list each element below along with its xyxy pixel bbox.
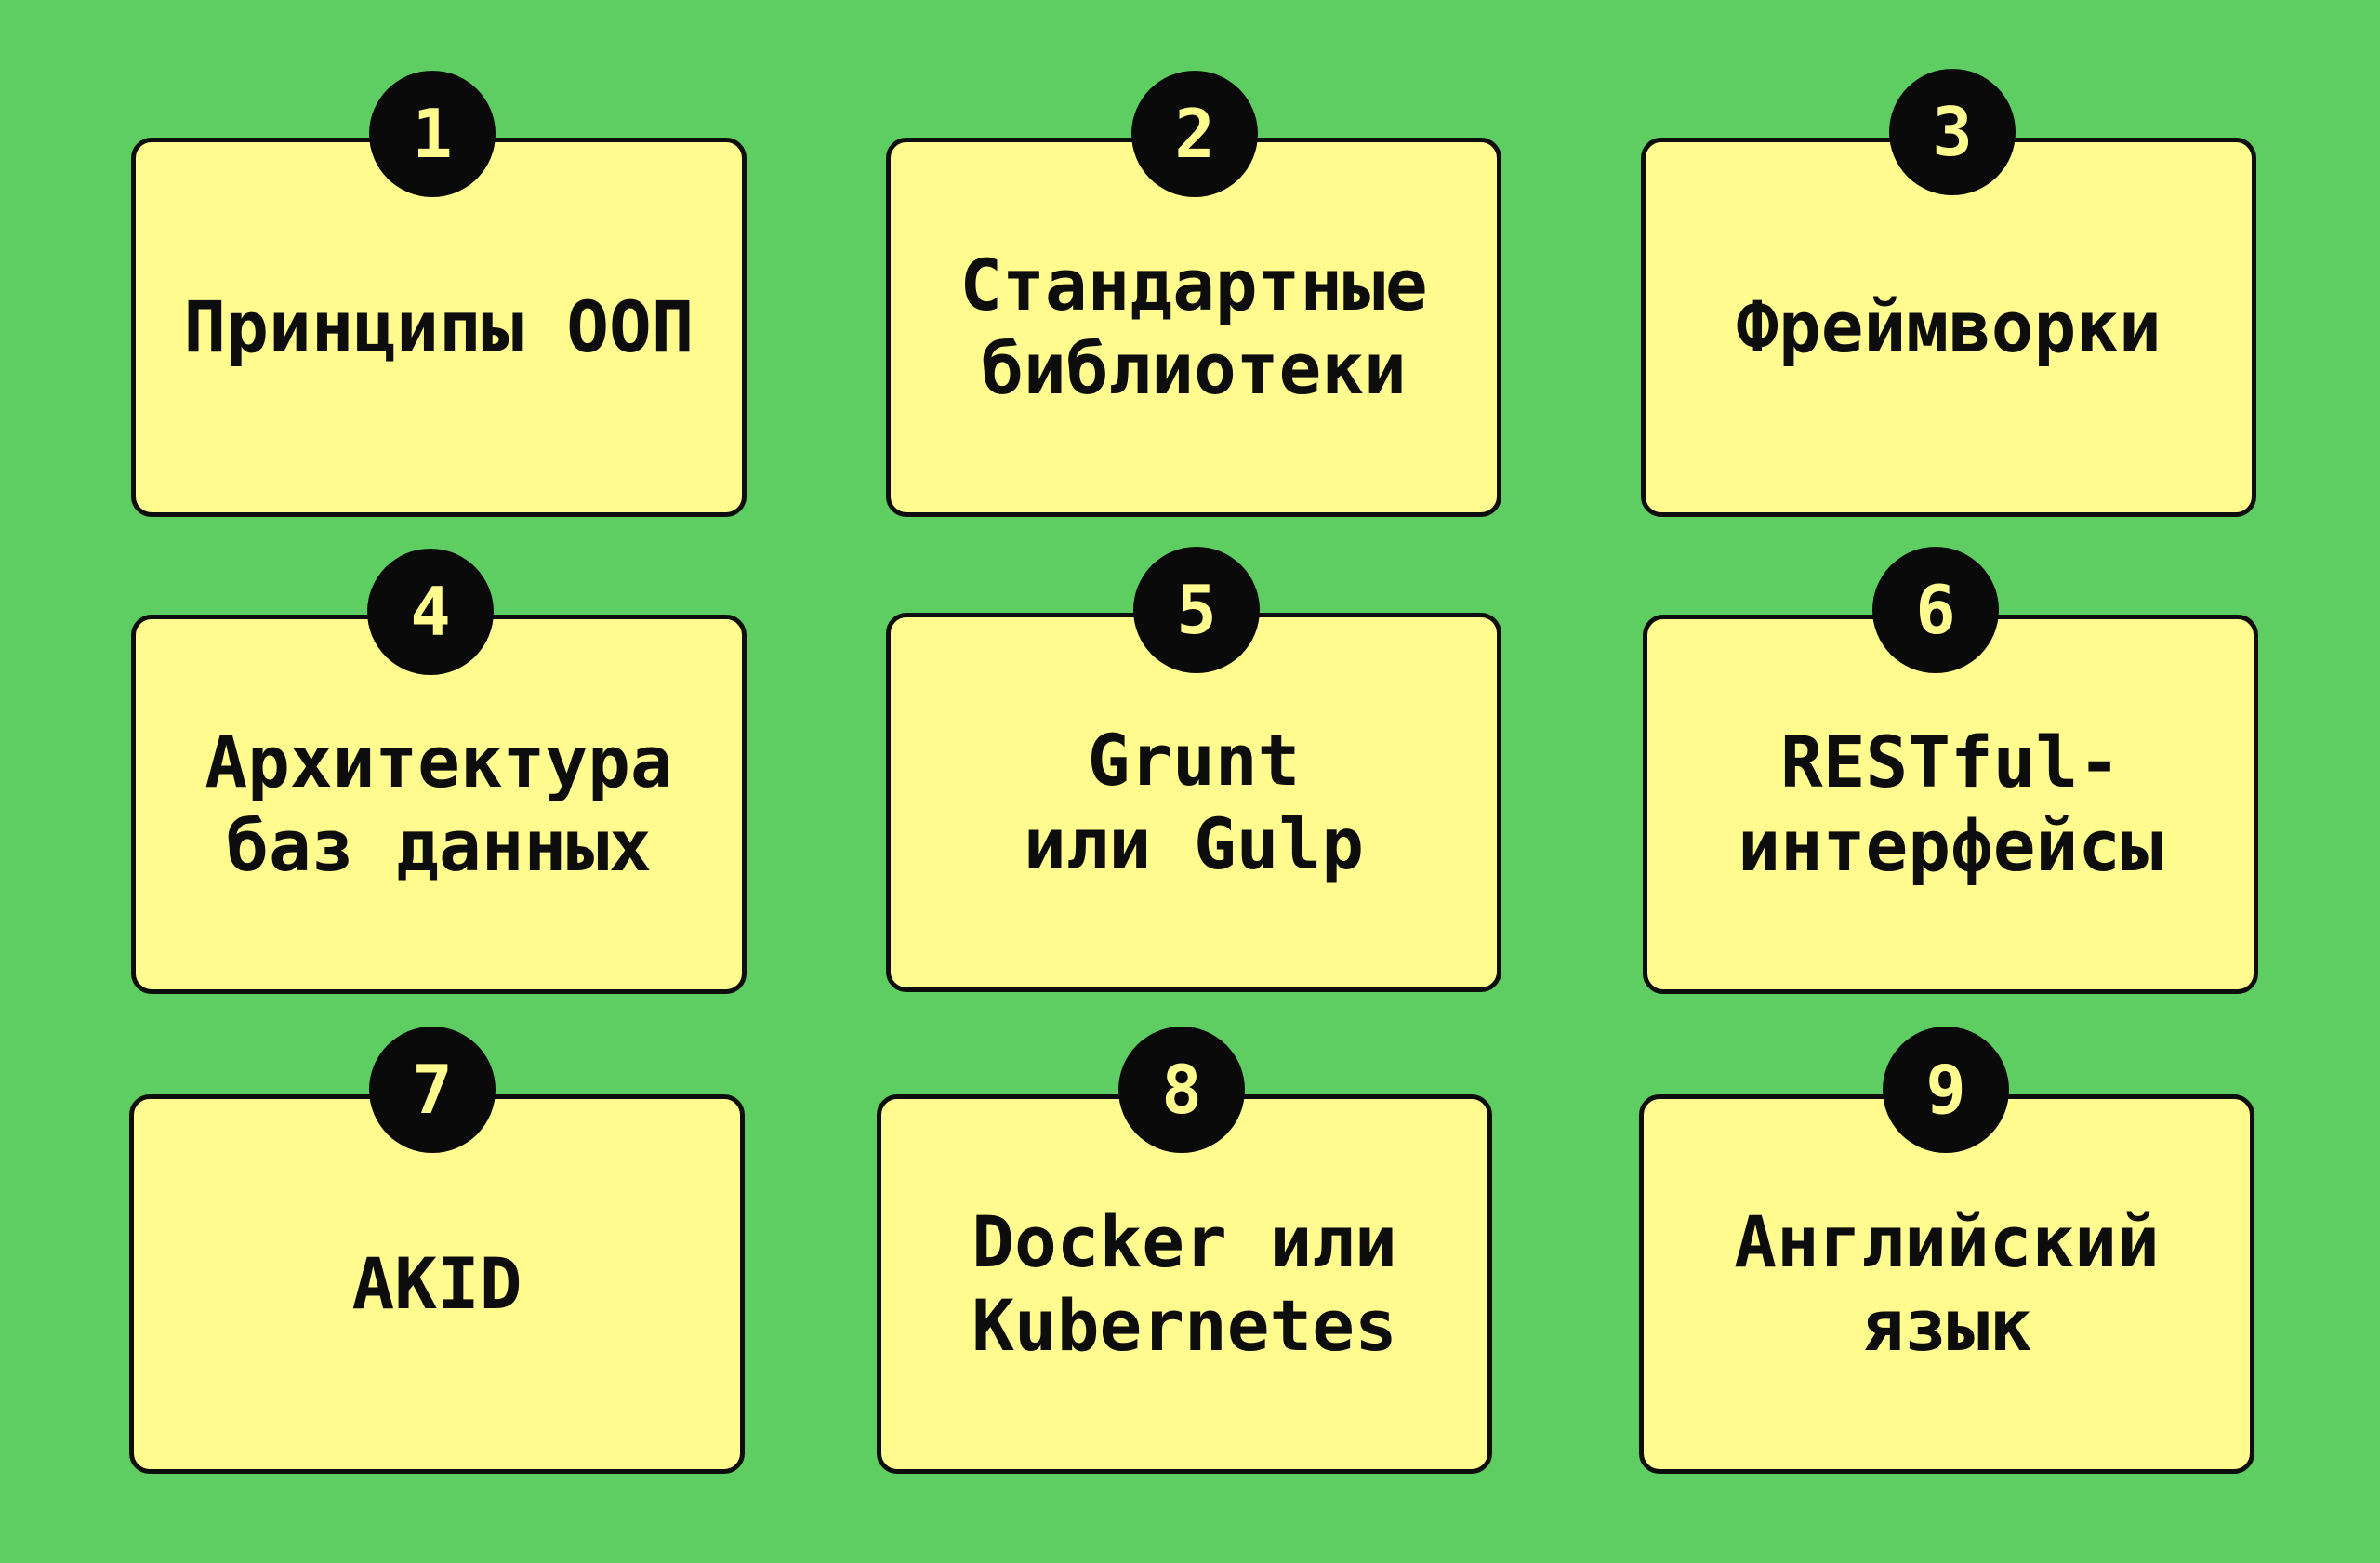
card-8: Docker или Kubernetes [877, 1094, 1492, 1474]
card-1: Принципы ООП [131, 138, 747, 517]
badge-number: 4 [410, 573, 451, 651]
number-badge-5: 5 [1133, 547, 1260, 673]
card-label: Фреймворки [1736, 285, 2162, 368]
badge-number: 3 [1932, 93, 1973, 171]
badge-number: 9 [1925, 1051, 1966, 1129]
badge-number: 5 [1176, 571, 1217, 649]
number-badge-8: 8 [1118, 1027, 1245, 1153]
number-badge-4: 4 [367, 549, 494, 675]
card-3: Фреймворки [1641, 138, 2256, 517]
badge-number: 6 [1915, 571, 1956, 649]
badge-number: 7 [412, 1051, 453, 1129]
card-4: Архитектура баз данных [131, 615, 747, 994]
card-7: AKID [129, 1094, 745, 1474]
number-badge-1: 1 [369, 71, 496, 197]
number-badge-3: 3 [1889, 69, 2016, 195]
card-label: RESTful- интерфейсы [1738, 721, 2163, 887]
card-6: RESTful- интерфейсы [1643, 615, 2258, 994]
number-badge-9: 9 [1883, 1027, 2009, 1153]
card-label: Grunt или Gulp [1023, 719, 1365, 885]
card-9: Английский язык [1639, 1094, 2254, 1474]
badge-number: 1 [412, 95, 453, 173]
card-label: AKID [351, 1242, 522, 1325]
number-badge-6: 6 [1872, 547, 1999, 673]
card-label: Английский язык [1734, 1200, 2160, 1367]
number-badge-2: 2 [1131, 71, 1258, 197]
number-badge-7: 7 [369, 1027, 496, 1153]
card-label: Стандартные библиотеки [959, 244, 1428, 410]
card-label: Архитектура баз данных [205, 721, 673, 887]
badge-number: 2 [1174, 95, 1215, 173]
card-label: Принципы ООП [183, 285, 694, 368]
card-label: Docker или Kubernetes [972, 1200, 1397, 1367]
card-5: Grunt или Gulp [886, 613, 1501, 992]
badge-number: 8 [1161, 1051, 1202, 1129]
